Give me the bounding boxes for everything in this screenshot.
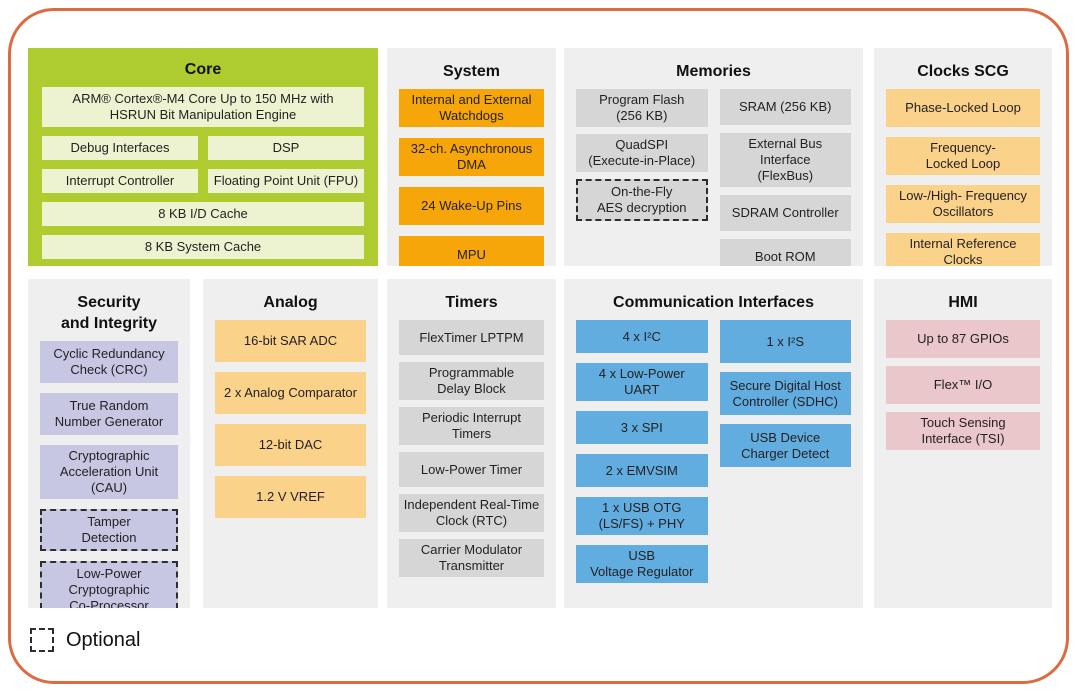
security-items: Cyclic Redundancy Check (CRC) True Rando… [40, 341, 178, 608]
block-usb-voltage-regulator: USB Voltage Regulator [576, 545, 708, 583]
block-async-dma: 32-ch. Asynchronous DMA [399, 138, 544, 176]
section-clocks-title: Clocks SCG [917, 63, 1009, 80]
block-arm-cortex-m4: ARM® Cortex®-M4 Core Up to 150 MHz with … [42, 87, 364, 127]
system-items: Internal and External Watchdogs 32-ch. A… [399, 89, 544, 266]
section-security-integrity: Security and Integrity Cyclic Redundancy… [28, 279, 190, 608]
comm-columns: 4 x I²C 4 x Low-Power UART 3 x SPI 2 x E… [576, 320, 851, 583]
block-sdhc: Secure Digital Host Controller (SDHC) [719, 372, 851, 415]
block-fpu: Floating Point Unit (FPU) [208, 169, 364, 193]
memories-column-left: Program Flash (256 KB) QuadSPI (Execute-… [576, 89, 708, 221]
block-id-cache: 8 KB I/D Cache [42, 202, 364, 226]
section-hmi-title: HMI [948, 294, 978, 311]
block-debug-interfaces: Debug Interfaces [42, 136, 198, 160]
block-lpuart: 4 x Low-Power UART [576, 363, 708, 401]
section-security-title: Security and Integrity [60, 294, 157, 332]
block-internal-reference-clocks: Internal Reference Clocks [886, 233, 1040, 266]
block-usb-charger-detect: USB Device Charger Detect [719, 424, 851, 467]
block-cau: Cryptographic Acceleration Unit (CAU) [40, 445, 178, 499]
legend-label: Optional [66, 628, 141, 651]
optional-dashed-swatch-icon [30, 628, 54, 652]
block-dsp: DSP [208, 136, 364, 160]
comm-column-right: 1 x I²S Secure Digital Host Controller (… [719, 320, 851, 467]
block-trng: True Random Number Generator [40, 393, 178, 435]
analog-items: 16-bit SAR ADC 2 x Analog Comparator 12-… [215, 320, 366, 518]
block-ltc-coprocessor: Low-Power Cryptographic Co-Processor (LT… [40, 561, 178, 608]
block-spi: 3 x SPI [576, 411, 708, 444]
block-quadspi: QuadSPI (Execute-in-Place) [576, 134, 708, 172]
section-communication-interfaces: Communication Interfaces 4 x I²C 4 x Low… [564, 279, 863, 608]
block-sdram-controller: SDRAM Controller [719, 195, 851, 231]
block-flexbus: External Bus Interface (FlexBus) [719, 133, 851, 187]
memories-columns: Program Flash (256 KB) QuadSPI (Execute-… [576, 89, 851, 266]
section-memories: Memories Program Flash (256 KB) QuadSPI … [564, 48, 863, 266]
block-gpios: Up to 87 GPIOs [886, 320, 1040, 358]
core-grid: ARM® Cortex®-M4 Core Up to 150 MHz with … [42, 87, 364, 259]
block-dac: 12-bit DAC [215, 424, 366, 466]
block-system-cache: 8 KB System Cache [42, 235, 364, 259]
block-programmable-delay-block: Programmable Delay Block [399, 362, 544, 400]
block-boot-rom: Boot ROM [719, 239, 851, 266]
block-otf-aes-decryption: On-the-Fly AES decryption [576, 179, 708, 221]
hmi-items: Up to 87 GPIOs Flex™ I/O Touch Sensing I… [886, 320, 1040, 450]
block-emvsim: 2 x EMVSIM [576, 454, 708, 487]
block-i2s: 1 x I²S [719, 320, 851, 363]
block-periodic-interrupt-timers: Periodic Interrupt Timers [399, 407, 544, 445]
block-interrupt-controller: Interrupt Controller [42, 169, 198, 193]
block-tsi: Touch Sensing Interface (TSI) [886, 412, 1040, 450]
block-i2c: 4 x I²C [576, 320, 708, 353]
clocks-items: Phase-Locked Loop Frequency- Locked Loop… [886, 89, 1040, 266]
timers-items: FlexTimer LPTPM Programmable Delay Block… [399, 320, 544, 577]
block-fll: Frequency- Locked Loop [886, 137, 1040, 175]
block-sar-adc: 16-bit SAR ADC [215, 320, 366, 362]
block-flextimer-lptpm: FlexTimer LPTPM [399, 320, 544, 355]
block-program-flash: Program Flash (256 KB) [576, 89, 708, 127]
block-flex-io: Flex™ I/O [886, 366, 1040, 404]
block-tamper-detection: Tamper Detection [40, 509, 178, 551]
block-wakeup-pins: 24 Wake-Up Pins [399, 187, 544, 225]
section-timers: Timers FlexTimer LPTPM Programmable Dela… [387, 279, 556, 608]
block-low-power-timer: Low-Power Timer [399, 452, 544, 487]
block-pll: Phase-Locked Loop [886, 89, 1040, 127]
memories-column-right: SRAM (256 KB) External Bus Interface (Fl… [719, 89, 851, 266]
legend: Optional [30, 628, 141, 652]
block-usb-otg: 1 x USB OTG (LS/FS) + PHY [576, 497, 708, 535]
block-vref: 1.2 V VREF [215, 476, 366, 518]
block-carrier-modulator-transmitter: Carrier Modulator Transmitter [399, 539, 544, 577]
section-analog-title: Analog [263, 294, 318, 311]
section-core-title: Core [184, 61, 222, 78]
block-watchdogs: Internal and External Watchdogs [399, 89, 544, 127]
section-memories-title: Memories [676, 63, 751, 80]
block-rtc: Independent Real-Time Clock (RTC) [399, 494, 544, 532]
section-system-title: System [443, 63, 500, 80]
block-crc: Cyclic Redundancy Check (CRC) [40, 341, 178, 383]
section-core: Core ARM® Cortex®-M4 Core Up to 150 MHz … [28, 48, 378, 266]
section-comm-title: Communication Interfaces [613, 294, 814, 311]
section-analog: Analog 16-bit SAR ADC 2 x Analog Compara… [203, 279, 378, 608]
block-analog-comparator: 2 x Analog Comparator [215, 372, 366, 414]
section-clocks-scg: Clocks SCG Phase-Locked Loop Frequency- … [874, 48, 1052, 266]
comm-column-left: 4 x I²C 4 x Low-Power UART 3 x SPI 2 x E… [576, 320, 708, 583]
section-timers-title: Timers [445, 294, 498, 311]
block-sram: SRAM (256 KB) [719, 89, 851, 125]
block-oscillators: Low-/High- Frequency Oscillators [886, 185, 1040, 223]
section-hmi: HMI Up to 87 GPIOs Flex™ I/O Touch Sensi… [874, 279, 1052, 608]
block-mpu: MPU [399, 236, 544, 266]
section-system: System Internal and External Watchdogs 3… [387, 48, 556, 266]
